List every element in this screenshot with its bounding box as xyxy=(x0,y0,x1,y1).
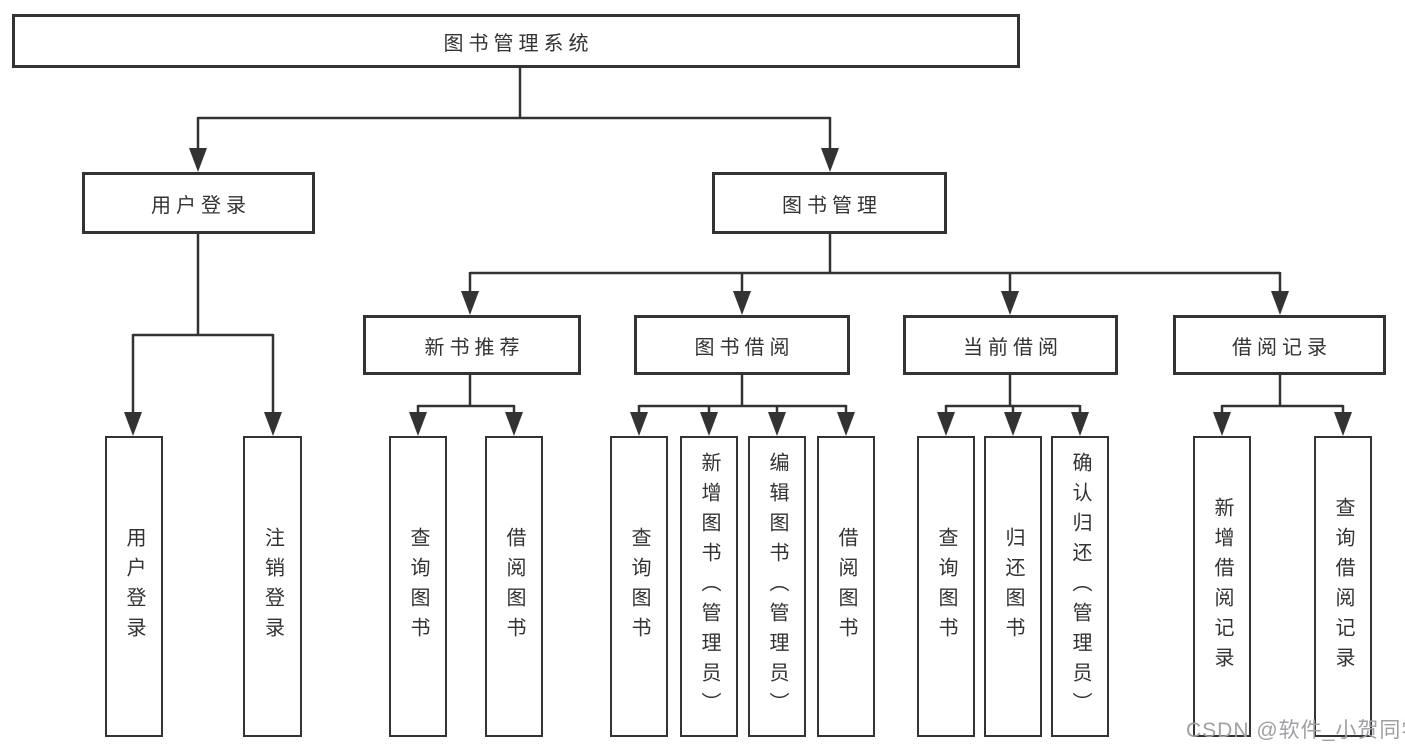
leaf-user-login: 用户登录 xyxy=(105,436,163,737)
leaf-borrow-book-label: 借阅图书 xyxy=(835,526,857,647)
leaf-borrow-book-recommend-label: 借阅图书 xyxy=(503,526,525,647)
leaf-add-borrow-record-label: 新增借阅记录 xyxy=(1211,496,1233,677)
node-library-management-system: 图书管理系统 xyxy=(12,14,1020,68)
leaf-query-borrow-record: 查询借阅记录 xyxy=(1314,436,1372,737)
leaf-user-login-label: 用户登录 xyxy=(123,526,145,647)
node-book-management: 图书管理 xyxy=(712,172,947,234)
leaf-return-book-label: 归还图书 xyxy=(1002,526,1024,647)
node-current-borrowing: 当前借阅 xyxy=(903,315,1118,375)
leaf-edit-book-admin-label: 编辑图书（管理员） xyxy=(766,451,788,722)
arrowheads xyxy=(124,148,1352,436)
leaf-query-book-borrow-label: 查询图书 xyxy=(628,526,650,647)
leaf-query-borrow-record-label: 查询借阅记录 xyxy=(1332,496,1354,677)
leaf-confirm-return-admin-label: 确认归还（管理员） xyxy=(1069,451,1091,722)
leaf-logout-label: 注销登录 xyxy=(261,526,284,647)
leaf-query-book-current: 查询图书 xyxy=(917,436,975,737)
leaf-confirm-return-admin: 确认归还（管理员） xyxy=(1051,436,1109,737)
leaf-edit-book-admin: 编辑图书（管理员） xyxy=(748,436,806,737)
leaf-return-book: 归还图书 xyxy=(984,436,1042,737)
node-user-login: 用户登录 xyxy=(82,172,315,234)
csdn-watermark: CSDN @软件_小贺同学 xyxy=(1186,719,1405,742)
leaf-borrow-book-recommend: 借阅图书 xyxy=(485,436,543,737)
leaf-query-book-recommend-label: 查询图书 xyxy=(407,526,429,647)
leaf-add-book-admin-label: 新增图书（管理员） xyxy=(698,451,720,722)
leaf-add-book-admin: 新增图书（管理员） xyxy=(680,436,738,737)
node-borrowing-records: 借阅记录 xyxy=(1173,315,1386,375)
leaf-query-book-recommend: 查询图书 xyxy=(389,436,447,737)
leaf-borrow-book: 借阅图书 xyxy=(817,436,875,737)
leaf-query-book-borrow: 查询图书 xyxy=(610,436,668,737)
node-new-book-recommend: 新书推荐 xyxy=(363,315,581,375)
leaf-logout: 注销登录 xyxy=(243,436,302,737)
leaf-add-borrow-record: 新增借阅记录 xyxy=(1193,436,1251,737)
leaf-query-book-current-label: 查询图书 xyxy=(935,526,957,647)
node-book-borrowing: 图书借阅 xyxy=(634,315,850,375)
